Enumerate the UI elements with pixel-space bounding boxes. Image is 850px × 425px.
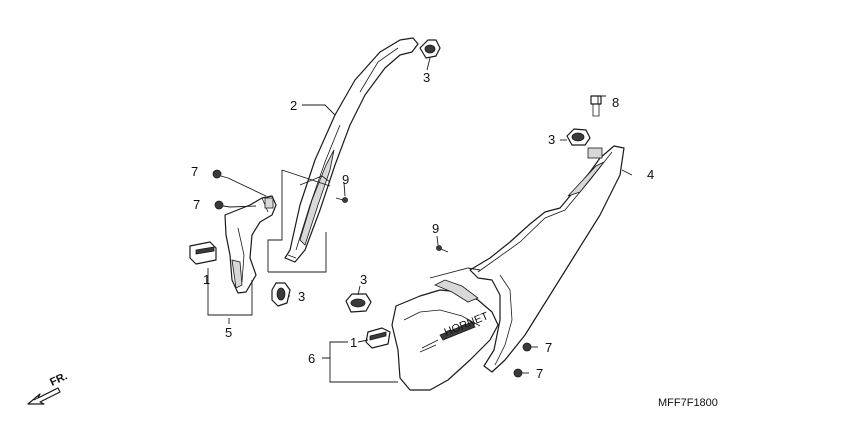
screw-9-right bbox=[436, 245, 449, 253]
part-6-lower-side-cover: HORNET bbox=[391, 279, 499, 391]
callout-7-b: 7 bbox=[193, 197, 200, 212]
callout-5: 5 bbox=[225, 325, 232, 340]
callout-7-d: 7 bbox=[536, 366, 543, 381]
bolt-7-b bbox=[214, 200, 231, 210]
callout-1-bottom: 1 bbox=[350, 335, 357, 350]
callout-1-left: 1 bbox=[203, 272, 210, 287]
callout-3-upper-right: 3 bbox=[548, 132, 555, 147]
part-3-grommet-top bbox=[419, 39, 441, 59]
part-2-upper-cover bbox=[284, 37, 419, 263]
part-5-left-side-cover bbox=[224, 195, 277, 294]
callout-6: 6 bbox=[308, 351, 315, 366]
part-3-grommet-right bbox=[271, 282, 291, 307]
bolt-7-c bbox=[522, 342, 538, 352]
callout-9-left: 9 bbox=[342, 172, 349, 187]
callout-3-bottom: 3 bbox=[360, 272, 367, 287]
front-direction-arrow: FR. bbox=[27, 370, 69, 405]
part-1-rubber-block-left bbox=[189, 241, 217, 265]
callout-3-top: 3 bbox=[423, 70, 430, 85]
diagram-code: MFF7F1800 bbox=[658, 397, 718, 409]
callout-9-right: 9 bbox=[432, 221, 439, 236]
callout-2: 2 bbox=[290, 98, 297, 113]
callout-7-c: 7 bbox=[545, 340, 552, 355]
direction-label: FR. bbox=[48, 370, 69, 388]
part-1-rubber-block-bottom bbox=[365, 327, 391, 349]
bolt-7-a bbox=[212, 169, 229, 179]
part-4-rear-cowl bbox=[469, 145, 625, 373]
assembly-guide-lines bbox=[227, 169, 481, 279]
screw-9-left bbox=[335, 197, 348, 203]
rivet-8 bbox=[590, 95, 602, 117]
bolt-7-d bbox=[513, 368, 529, 378]
callout-4: 4 bbox=[647, 167, 654, 182]
callout-leaders bbox=[207, 57, 633, 383]
part-3-grommet-upper-right bbox=[566, 128, 591, 146]
callout-3-right: 3 bbox=[298, 289, 305, 304]
callout-8: 8 bbox=[612, 95, 619, 110]
callout-7-a: 7 bbox=[191, 164, 198, 179]
part-3-grommet-bottom bbox=[345, 293, 372, 313]
